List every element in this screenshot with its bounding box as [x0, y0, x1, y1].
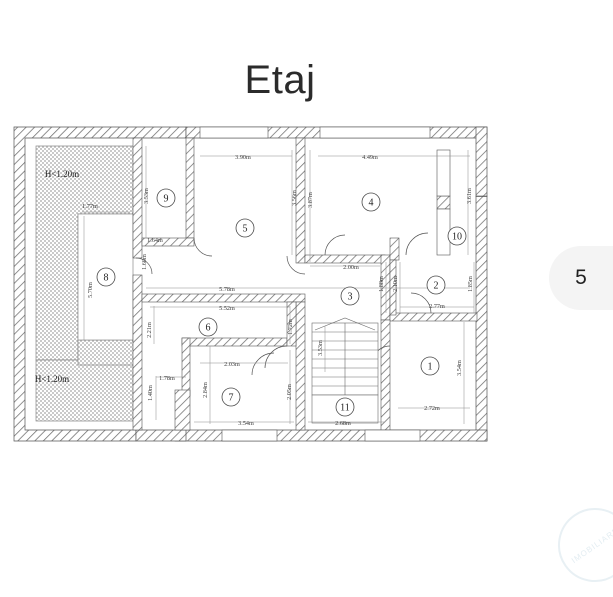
dimension-label: 2.03m	[224, 361, 240, 368]
dimension-label: 1.78m	[159, 375, 175, 382]
dimension-label: 2.05m	[286, 384, 293, 400]
dimension-lines	[82, 146, 475, 424]
window-openings	[199, 126, 488, 442]
room-bubble-icon	[335, 397, 355, 417]
room-bubble-icon	[426, 275, 446, 295]
dimension-label: 2.84m	[202, 382, 209, 398]
room-number-label: 9	[164, 194, 169, 205]
dimension-label: 5.78m	[219, 286, 235, 293]
dimension-label: 4.49m	[362, 154, 378, 161]
room-bubble-icon	[221, 387, 241, 407]
room-bubble-icon	[198, 317, 218, 337]
room-bubble-icon	[420, 356, 440, 376]
room-number-label: 5	[243, 224, 248, 235]
page-number-badge[interactable]: 5	[549, 246, 613, 310]
room-bubble-icon	[156, 188, 176, 208]
room-marker-11[interactable]: 11	[335, 397, 355, 417]
room-marker-7[interactable]: 7	[221, 387, 241, 407]
room-marker-9[interactable]: 9	[156, 188, 176, 208]
dimension-label: 5.52m	[219, 305, 235, 312]
height-note-label: H<1.20m	[45, 169, 79, 179]
room-marker-4[interactable]: 4	[361, 192, 381, 212]
dimension-label: 2.00m	[343, 264, 359, 271]
room-bubble-icon	[361, 192, 381, 212]
room-marker-5[interactable]: 5	[235, 218, 255, 238]
page-title: Etaj	[244, 58, 316, 102]
dimension-label: 2.10m	[392, 276, 399, 292]
room-number-label: 3	[348, 292, 353, 303]
room-bubble-icon	[340, 286, 360, 306]
room-number-label: 1	[428, 362, 433, 373]
floor-plan-page: Etaj	[13, 58, 613, 597]
dimension-label: 1.60m	[141, 254, 148, 270]
dimension-label: 5.70m	[87, 282, 94, 298]
dimension-label: 2.77m	[429, 303, 445, 310]
dimension-label: 3.87m	[307, 192, 314, 208]
dimension-label: 3.53m	[143, 188, 150, 204]
room-marker-2[interactable]: 2	[426, 275, 446, 295]
room-number-label: 2	[434, 281, 439, 292]
room-number-label: 8	[104, 273, 109, 284]
room-bubble-icon	[447, 226, 467, 246]
dimension-label: 2.72m	[424, 405, 440, 412]
dimension-label: 1.64m	[147, 237, 163, 244]
dimension-label: 2.21m	[146, 322, 153, 338]
room-number-label: 10	[452, 232, 462, 243]
room-marker-10[interactable]: 10	[447, 226, 467, 246]
low-height-zone-lower	[35, 339, 134, 422]
dimension-text-layer: H<1.20mH<1.20m1.77m5.70m3.53m1.64m1.60m3…	[35, 154, 474, 427]
dimension-label: 1.72m	[287, 319, 294, 335]
dimension-label: 3.56m	[291, 190, 298, 206]
room-number-label: 6	[206, 323, 211, 334]
room-number-label: 11	[340, 403, 350, 414]
dimension-label: 2.68m	[335, 420, 351, 427]
dimension-label: 1.85m	[467, 276, 474, 292]
dimension-label: 1.88m	[378, 276, 385, 292]
dimension-label: 3.54m	[456, 360, 463, 376]
room-number-label: 7	[229, 393, 234, 404]
interior-walls	[132, 137, 478, 431]
dimension-label: 3.61m	[466, 188, 473, 204]
room-marker-1[interactable]: 1	[420, 356, 440, 376]
room-number-label: 4	[369, 198, 374, 209]
room-number-layer: 1 2 3 4 5 6 7 8 9 10 11	[96, 188, 467, 417]
dimension-label: 3.53m	[317, 340, 324, 356]
room-bubble-icon	[96, 267, 116, 287]
dimension-label: 1.77m	[82, 203, 98, 210]
dimension-label: 1.40m	[147, 385, 154, 401]
room-bubble-icon	[235, 218, 255, 238]
floor-plan-drawing: H<1.20mH<1.20m1.77m5.70m3.53m1.64m1.60m3…	[13, 126, 488, 442]
room-marker-6[interactable]: 6	[198, 317, 218, 337]
room-marker-3[interactable]: 3	[340, 286, 360, 306]
height-note-label: H<1.20m	[35, 374, 69, 384]
room-marker-8[interactable]: 8	[96, 267, 116, 287]
dimension-label: 3.90m	[235, 154, 251, 161]
dimension-label: 3.54m	[238, 420, 254, 427]
